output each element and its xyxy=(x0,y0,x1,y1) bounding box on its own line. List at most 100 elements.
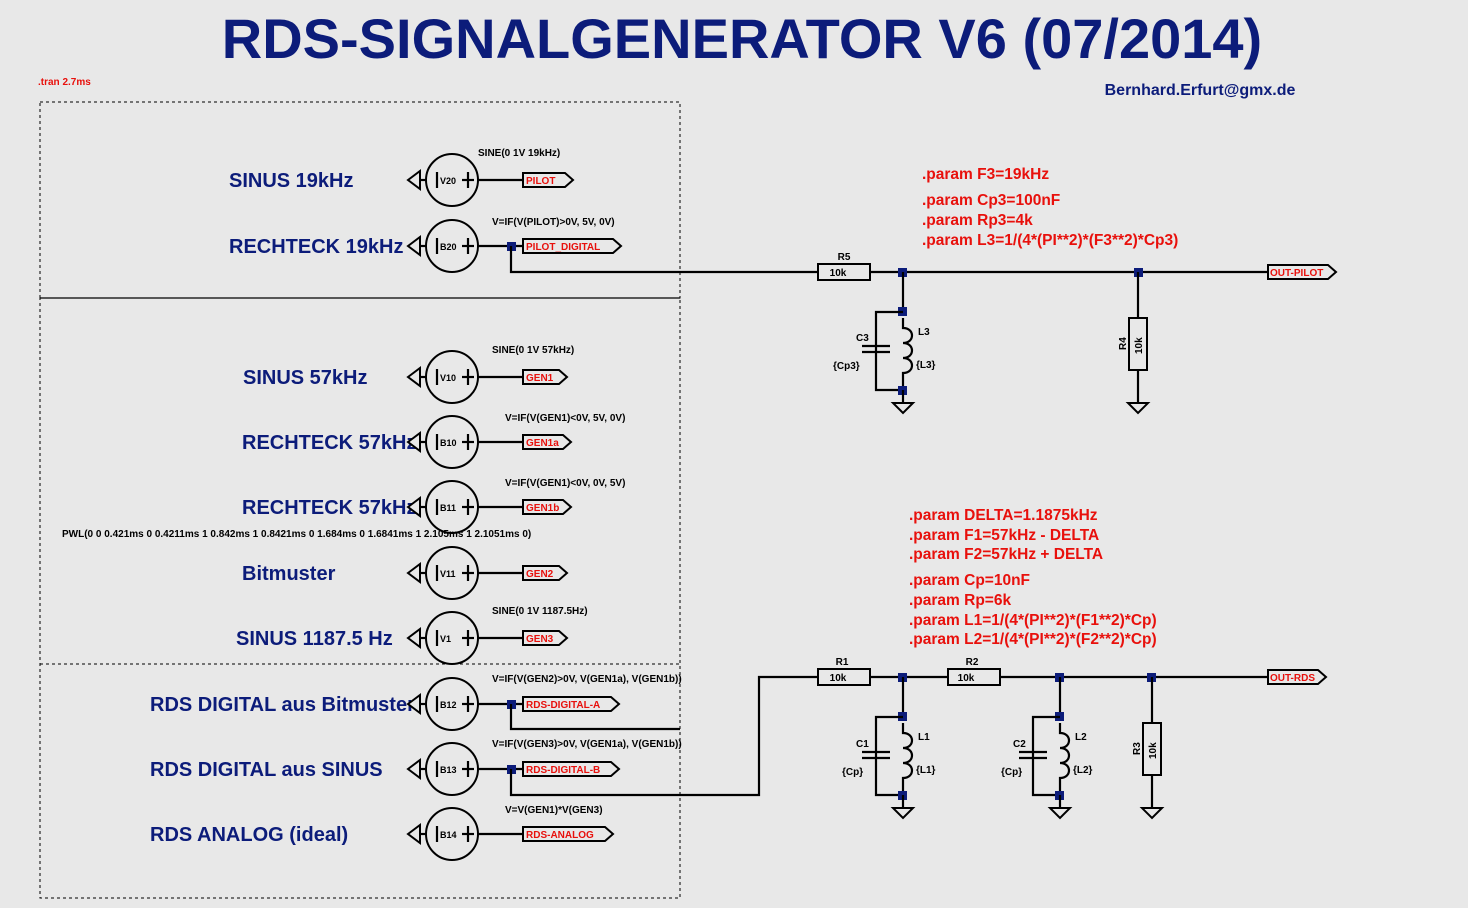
net-flag[interactable] xyxy=(522,826,615,842)
ground-arrow-icon xyxy=(406,366,421,388)
net-flag[interactable] xyxy=(522,761,621,777)
inductor-l2[interactable] xyxy=(1058,723,1071,795)
l1-ref: L1 xyxy=(918,732,930,743)
ground-symbol xyxy=(890,402,916,415)
source-ref: B14 xyxy=(440,830,457,840)
net-flag[interactable] xyxy=(522,499,573,515)
wire xyxy=(874,715,903,797)
ground-symbol xyxy=(1047,807,1073,820)
out-rds-flag[interactable] xyxy=(1267,669,1328,685)
source-ref: B20 xyxy=(440,242,457,252)
source-expression: SINE(0 1V 19kHz) xyxy=(478,148,560,159)
net-flag[interactable] xyxy=(522,630,569,646)
param-line: .param Rp=6k xyxy=(909,592,1011,609)
net-label: PILOT_DIGITAL xyxy=(526,242,600,253)
out-rds-label: OUT-RDS xyxy=(1270,673,1315,684)
l2-ref: L2 xyxy=(1075,732,1087,743)
ground-arrow-icon xyxy=(406,823,421,845)
r3-ref: R3 xyxy=(1132,742,1143,755)
l2-value: {L2} xyxy=(1073,765,1093,776)
source-label: SINUS 19kHz xyxy=(229,170,354,192)
l3-ref: L3 xyxy=(918,327,930,338)
pilot-group-box xyxy=(39,101,681,299)
c3-value: {Cp3} xyxy=(833,361,860,372)
param-line: .param Rp3=4k xyxy=(922,212,1033,229)
r1-ref: R1 xyxy=(836,657,849,668)
source-expression: PWL(0 0 0.421ms 0 0.4211ms 1 0.842ms 1 0… xyxy=(62,529,531,540)
net-label: RDS-DIGITAL-A xyxy=(526,700,600,711)
source-row: SINUS 19kHz V20 SINE(0 1V 19kHz) PILOT xyxy=(229,148,575,207)
net-label: RDS-ANALOG xyxy=(526,830,594,841)
out-pilot-flag[interactable] xyxy=(1267,264,1338,280)
source-expression: SINE(0 1V 1187.5Hz) xyxy=(492,606,588,617)
source-label: RECHTECK 57kHz xyxy=(242,432,416,454)
source-expression: SINE(0 1V 57kHz) xyxy=(492,345,574,356)
net-label: PILOT xyxy=(526,176,555,187)
source-ref: B11 xyxy=(440,503,456,513)
source-expression: V=IF(V(GEN2)>0V, V(GEN1a), V(GEN1b)) xyxy=(492,674,682,685)
source-label: RECHTECK 19kHz xyxy=(229,236,403,258)
source-ref: V10 xyxy=(440,373,456,383)
wire xyxy=(509,675,818,797)
source-list: SINUS 19kHz V20 SINE(0 1V 19kHz) PILOT RECHT… xyxy=(62,148,682,861)
r4-ref: R4 xyxy=(1118,337,1129,350)
net-flag[interactable] xyxy=(522,696,621,712)
c2-value: {Cp} xyxy=(1001,767,1022,778)
source-expression: V=IF(V(GEN3)>0V, V(GEN1a), V(GEN1b)) xyxy=(492,739,682,750)
ground-arrow-icon xyxy=(406,627,421,649)
source-ref: V1 xyxy=(440,634,451,644)
l1-value: {L1} xyxy=(916,765,936,776)
param-line: .param L1=1/(4*(PI**2)*(F1**2)*Cp) xyxy=(909,612,1157,629)
r4-value: 10k xyxy=(1134,337,1145,354)
c1-value: {Cp} xyxy=(842,767,863,778)
r5-value: 10k xyxy=(830,268,847,279)
out-pilot-label: OUT-PILOT xyxy=(1270,268,1323,279)
tran-directive: .tran 2.7ms xyxy=(38,77,91,88)
r5-ref: R5 xyxy=(838,252,851,263)
source-label: Bitmuster xyxy=(242,563,336,585)
r3-value: 10k xyxy=(1148,742,1159,759)
ground-symbol xyxy=(890,807,916,820)
net-flag[interactable] xyxy=(522,238,623,254)
net-label: GEN1 xyxy=(526,373,554,384)
pilot-filter: R5 10k C3 {Cp3} L3 {L3} R4 10k OUT-PILOT xyxy=(509,246,1338,415)
source-expression: V=IF(V(GEN1)<0V, 0V, 5V) xyxy=(505,478,625,489)
net-label: RDS-DIGITAL-B xyxy=(526,765,600,776)
params-rds: .param DELTA=1.1875kHz .param F1=57kHz -… xyxy=(909,507,1157,648)
net-flag[interactable] xyxy=(522,565,569,581)
r1-value: 10k xyxy=(830,673,847,684)
net-flag[interactable] xyxy=(522,172,575,188)
net-flag[interactable] xyxy=(522,369,569,385)
net-label: GEN1b xyxy=(526,503,559,514)
rds-filter: R1 10k R2 10k C1 {Cp} L1 {L1} C2 {Cp} xyxy=(509,657,1328,820)
source-ref: B10 xyxy=(440,438,457,448)
source-ref: V20 xyxy=(440,176,456,186)
param-line: .param Cp3=100nF xyxy=(922,192,1060,209)
params-pilot: .param F3=19kHz .param Cp3=100nF .param … xyxy=(922,166,1178,249)
source-row: RDS DIGITAL aus SINUS B13 V=IF(V(GEN3)>0V,… xyxy=(150,739,682,796)
source-ref: B13 xyxy=(440,765,457,775)
param-line: .param L3=1/(4*(PI**2)*(F3**2)*Cp3) xyxy=(922,232,1178,249)
net-label: GEN3 xyxy=(526,634,554,645)
wire xyxy=(509,246,818,274)
param-line: .param L2=1/(4*(PI**2)*(F2**2)*Cp) xyxy=(909,631,1157,648)
net-label: GEN2 xyxy=(526,569,554,580)
inductor-l3[interactable] xyxy=(901,318,914,390)
source-row: RECHTECK 57kHz B11 V=IF(V(GEN1)<0V, 0V, 5V… xyxy=(242,478,625,534)
source-expression: V=IF(V(PILOT)>0V, 5V, 0V) xyxy=(492,217,615,228)
param-line: .param F2=57kHz + DELTA xyxy=(909,546,1103,563)
net-flag[interactable] xyxy=(522,434,573,450)
source-label: RECHTECK 57kHz xyxy=(242,497,416,519)
ground-symbol xyxy=(1139,807,1165,820)
inductor-l1[interactable] xyxy=(901,723,914,795)
source-label: RDS DIGITAL aus SINUS xyxy=(150,759,383,781)
wire xyxy=(509,704,680,731)
param-line: .param F3=19kHz xyxy=(922,166,1049,183)
ground-arrow-icon xyxy=(406,235,421,257)
c3-ref: C3 xyxy=(856,333,869,344)
